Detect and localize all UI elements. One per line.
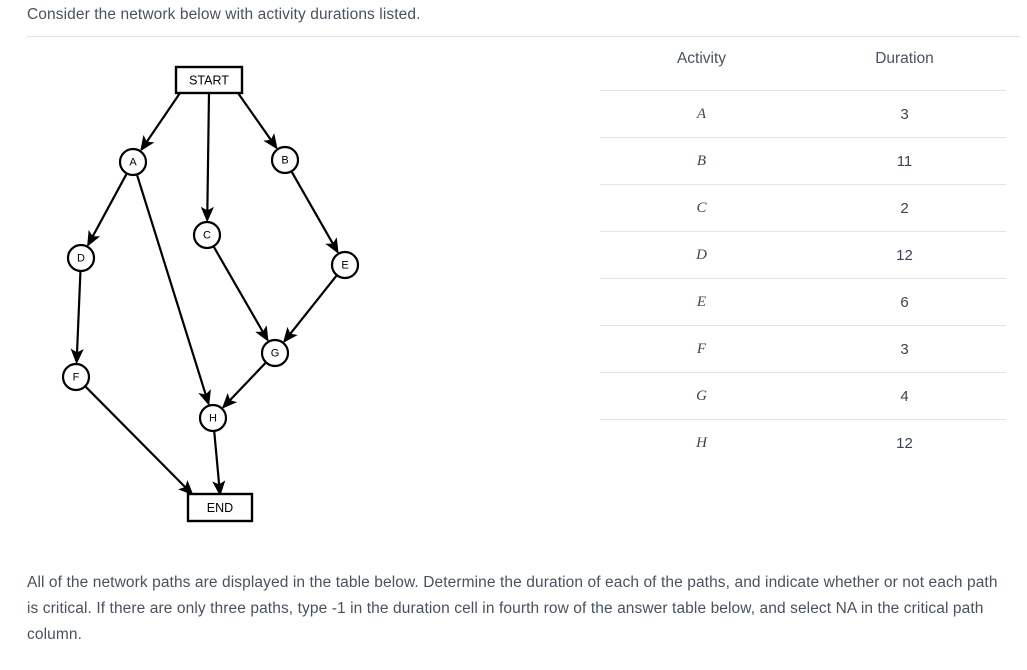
edge-c-to-g xyxy=(213,246,269,342)
activity-cell: B xyxy=(600,137,803,185)
node-d xyxy=(66,243,96,273)
activity-cell: H xyxy=(696,435,707,451)
node-label-e: E xyxy=(341,260,348,272)
duration-cell: 12 xyxy=(803,231,1006,279)
edge-a-to-h xyxy=(136,175,211,406)
edge-start-to-c xyxy=(200,92,214,223)
edge-start-to-b xyxy=(237,92,278,150)
edge-g-to-h xyxy=(221,362,267,409)
edge-b-to-e xyxy=(290,171,339,254)
node-label-a: A xyxy=(129,157,137,169)
duration-cell: 3 xyxy=(803,90,1006,138)
node-label-b: B xyxy=(281,155,288,167)
node-label-f: F xyxy=(73,372,80,384)
edge-start-to-a xyxy=(140,92,181,152)
node-g xyxy=(260,338,290,368)
edge-e-to-g xyxy=(282,275,338,343)
start-node-label: START xyxy=(189,74,229,88)
end-node-label: END xyxy=(207,501,233,515)
node-label-d: D xyxy=(77,253,85,265)
activity-cell: G xyxy=(600,372,803,420)
column-header-activity: Activity xyxy=(600,44,803,91)
edge-a-to-d xyxy=(87,173,128,247)
node-b xyxy=(270,145,300,175)
duration-cell: 2 xyxy=(803,184,1006,232)
instructions-paragraph: All of the network paths are displayed i… xyxy=(27,574,998,643)
duration-cell: 6 xyxy=(803,278,1006,326)
node-c xyxy=(192,220,222,250)
activity-cell: A xyxy=(600,90,803,138)
node-f xyxy=(61,362,91,392)
table-head: Activity Duration xyxy=(600,44,1006,91)
start-node-box xyxy=(174,65,244,95)
network-diagram: START END A B C D E F G H xyxy=(0,45,420,545)
end-node-box xyxy=(186,492,254,523)
activity-cell: D xyxy=(600,231,803,279)
edge-d-to-f xyxy=(70,271,84,365)
duration-cell: 4 xyxy=(803,372,1006,420)
activity-cell: E xyxy=(600,278,803,326)
duration-cell: 11 xyxy=(803,137,1006,185)
table-header-row: Activity Duration xyxy=(600,44,1006,91)
edge-layer xyxy=(70,92,339,497)
node-label-h: H xyxy=(209,413,217,425)
edge-h-to-end xyxy=(212,431,226,497)
table-row: H 12 xyxy=(600,420,1006,467)
node-label-g: G xyxy=(271,348,280,360)
node-a xyxy=(118,147,148,177)
node-layer: START END A B C D E F G H xyxy=(61,65,360,523)
column-header-duration: Duration xyxy=(803,44,1006,91)
network-graph-svg: START END A B C D E F G H xyxy=(61,65,360,523)
node-h xyxy=(198,403,228,433)
intro-paragraph: Consider the network below with activity… xyxy=(27,6,421,23)
duration-cell: 12 xyxy=(896,435,913,452)
header-divider xyxy=(27,36,1020,37)
activity-cell: F xyxy=(600,325,803,373)
edge-f-to-end xyxy=(85,386,194,496)
node-e xyxy=(330,250,360,280)
activity-cell: C xyxy=(600,184,803,232)
duration-cell: 3 xyxy=(803,325,1006,373)
node-label-c: C xyxy=(203,230,211,242)
